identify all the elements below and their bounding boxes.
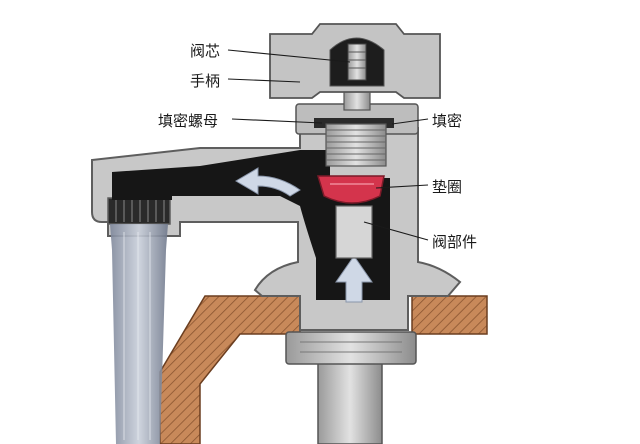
handle-screw (347, 43, 367, 81)
valve-seat (335, 205, 373, 259)
label-valve-part: 阀部件 (432, 233, 478, 251)
label-packing-nut: 填密螺母 (158, 112, 219, 130)
label-packing: 填密 (432, 112, 463, 130)
lock-nut (285, 331, 417, 365)
label-washer: 垫圈 (432, 178, 463, 196)
countertop (159, 295, 301, 444)
leader-washer (375, 184, 429, 189)
flow-arrow-up (335, 255, 373, 303)
supply-pipe (317, 361, 383, 444)
leader-valve-part (363, 221, 429, 241)
leader-packing (391, 118, 429, 125)
washer (316, 175, 385, 204)
threaded-stem (325, 123, 387, 167)
leader-valve-core (227, 49, 351, 63)
label-handle: 手柄 (190, 72, 221, 90)
leader-handle (227, 78, 301, 83)
leader-packing-nut (231, 118, 323, 124)
label-valve-core: 阀芯 (190, 42, 221, 60)
water-stream (110, 224, 168, 444)
water-channel (112, 150, 390, 300)
countertop-right (411, 295, 488, 335)
flow-arrow-spout (235, 167, 301, 197)
spout-aerator (107, 197, 171, 225)
